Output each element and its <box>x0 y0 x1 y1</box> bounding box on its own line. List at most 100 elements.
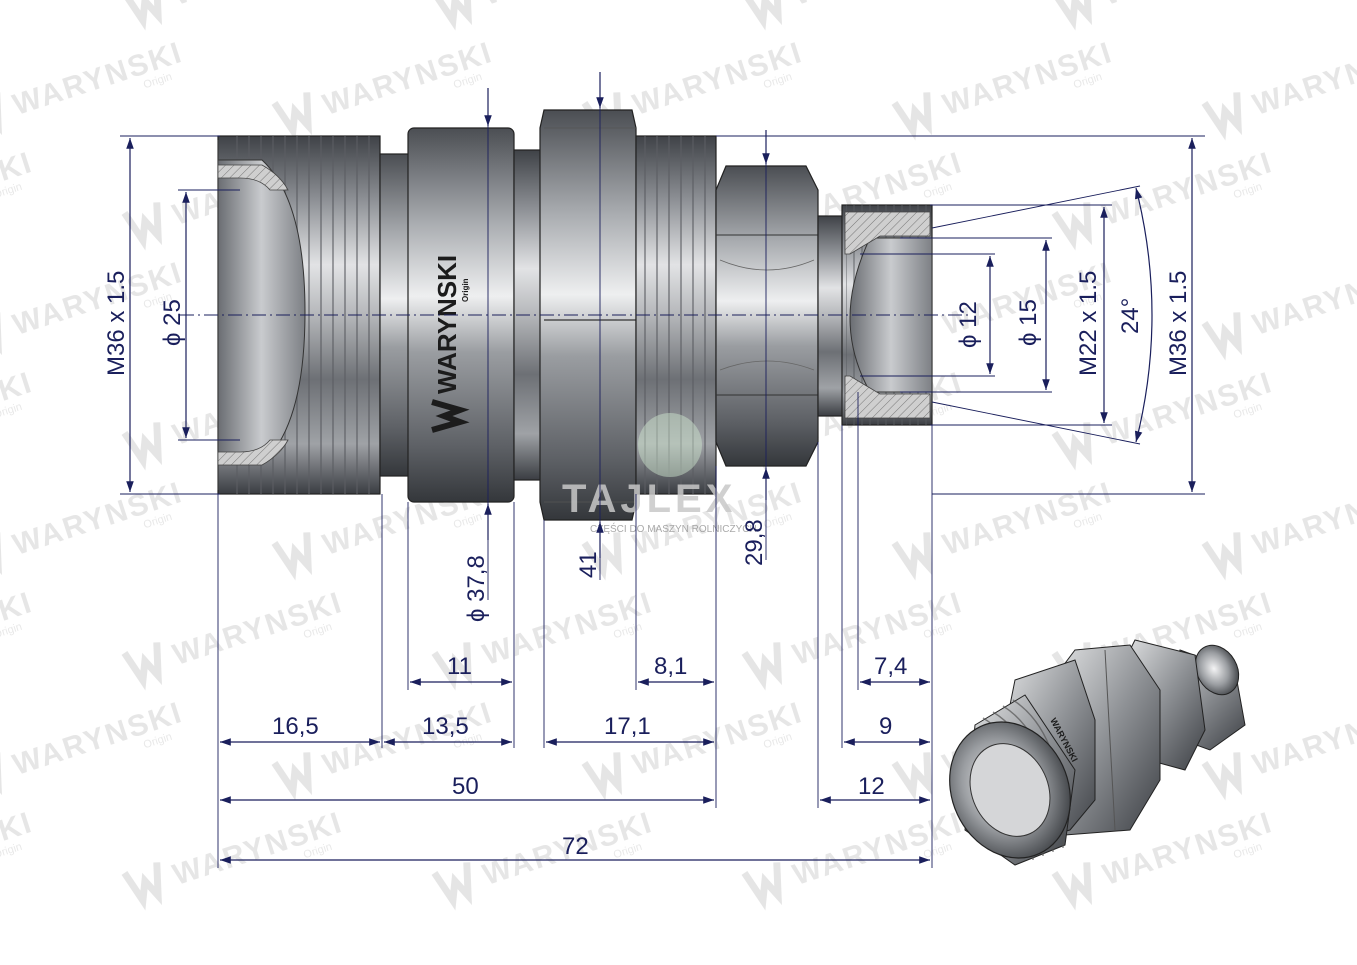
label-len-7-4: 7,4 <box>874 653 907 680</box>
watermark-logo-icon <box>741 0 782 31</box>
watermark-brand: WARYNSKI <box>1249 256 1357 342</box>
watermark-brand: WARYNSKI <box>0 0 37 12</box>
neck-right <box>817 215 845 417</box>
watermark-logo-icon <box>431 0 472 31</box>
watermark-logo-icon <box>431 862 472 911</box>
watermark-brand: WARYNSKI <box>1249 476 1357 562</box>
label-bore-left: ϕ 25 <box>159 299 186 346</box>
watermark-logo-icon <box>0 752 2 801</box>
watermark-logo-icon <box>581 532 622 581</box>
label-bore-12: ϕ 12 <box>955 301 982 348</box>
watermark-logo-icon <box>121 0 162 31</box>
label-bore-15: ϕ 15 <box>1015 299 1042 346</box>
label-hex-large: 41 <box>575 551 602 578</box>
watermark-logo-icon <box>121 642 162 691</box>
label-len-16-5: 16,5 <box>272 713 319 740</box>
iso-small-end <box>1194 644 1240 696</box>
watermark-logo-icon <box>1051 422 1092 471</box>
watermark-brand: WARYNSKI <box>1249 36 1357 122</box>
watermark-brand: WARYNSKI <box>789 0 967 12</box>
body-logo-sub: Origin <box>461 278 470 302</box>
watermark-logo-icon <box>891 92 932 141</box>
label-cone-angle: 24° <box>1117 298 1144 334</box>
label-len-8-1: 8,1 <box>654 653 687 680</box>
horizontal-dimensions <box>220 678 930 864</box>
fitting-isometric-view: WARYNSKI <box>949 639 1246 866</box>
watermark-brand: WARYNSKI <box>479 0 657 12</box>
label-hex-small: 29,8 <box>741 519 768 566</box>
label-body-diameter: ϕ 37,8 <box>463 555 490 622</box>
tajlex-mark: TAJLEX CZĘŚCI DO MASZYN ROLNICZYCH <box>562 413 757 535</box>
label-len-17-1: 17,1 <box>604 713 651 740</box>
label-thread-small: M22 x 1.5 <box>1075 271 1102 376</box>
watermark-logo-icon <box>891 532 932 581</box>
right-section-hatch-top <box>844 211 931 255</box>
watermark-logo-icon <box>0 532 2 581</box>
section-hatch-bottom <box>217 439 289 490</box>
right-section-hatch-bottom <box>844 375 931 419</box>
watermark-logo-icon <box>1201 532 1242 581</box>
tajlex-tagline: CZĘŚCI DO MASZYN ROLNICZYCH <box>590 522 757 535</box>
label-thread-left: M36 x 1.5 <box>103 271 130 376</box>
hex-small <box>715 165 819 467</box>
dim-arc-cone-angle <box>1134 187 1153 443</box>
watermark-logo-icon <box>121 862 162 911</box>
watermark-logo-icon <box>891 752 932 801</box>
label-len-12: 12 <box>858 773 885 800</box>
label-len-50: 50 <box>452 773 479 800</box>
dimension-labels: M36 x 1.5 ϕ 25 ϕ 37,8 41 29,8 ϕ 12 ϕ 15 … <box>103 271 1192 860</box>
iso-large-bore <box>969 743 1051 837</box>
tajlex-brand: TAJLEX <box>562 477 736 521</box>
watermark-logo-icon <box>431 642 472 691</box>
watermark-logo-icon <box>1201 92 1242 141</box>
vertical-dimensions <box>126 72 1196 558</box>
watermark-logo-icon <box>0 92 2 141</box>
body-logo: WARYNSKI Origin <box>431 255 470 433</box>
watermark-logo-icon <box>271 752 312 801</box>
section-hatch-top <box>217 140 289 191</box>
waryński-logo-icon <box>431 399 470 433</box>
watermark-logo-icon <box>271 532 312 581</box>
middle-thread-grooves <box>638 136 714 494</box>
watermark-logo-icon <box>271 92 312 141</box>
watermark-logo-icon <box>1051 202 1092 251</box>
label-len-9: 9 <box>879 713 892 740</box>
watermark-logo-icon <box>0 312 2 361</box>
body-logo-brand: WARYNSKI <box>432 255 462 394</box>
right-bore-cutaway <box>849 237 933 393</box>
watermark-logo-icon <box>121 202 162 251</box>
label-len-11: 11 <box>447 653 472 680</box>
extension-lines <box>120 74 1205 868</box>
watermark-logo-icon <box>1051 0 1092 31</box>
watermark-logo-icon <box>1201 752 1242 801</box>
label-len-72: 72 <box>562 833 589 860</box>
watermark-brand: WARYNSKI <box>169 0 347 12</box>
watermark-logo-icon <box>581 752 622 801</box>
watermark-logo-icon <box>1051 862 1092 911</box>
watermark-logo-icon <box>741 642 782 691</box>
watermark-logo-icon <box>121 422 162 471</box>
tajlex-tractor-icon <box>638 413 702 477</box>
watermark-logo-icon <box>1201 312 1242 361</box>
